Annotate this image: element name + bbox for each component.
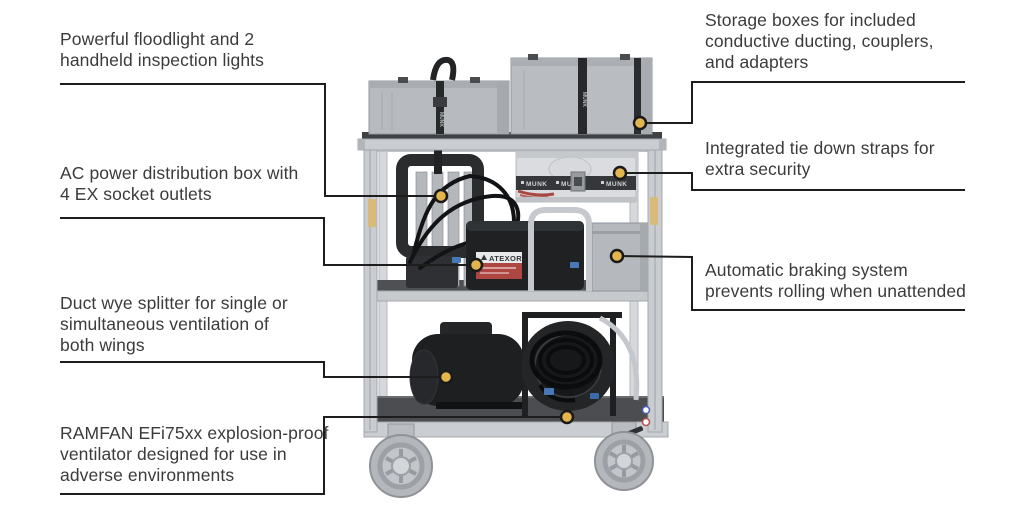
callout-line: conductive ducting, couplers, (705, 31, 934, 51)
blue-connector (570, 262, 579, 268)
strap-brand-text: MUNK (438, 112, 444, 127)
callout-line: Duct wye splitter for single or (60, 293, 288, 313)
tie-down-tray: MUNK MUNK MUNK (515, 149, 637, 203)
frame-sticker (641, 417, 651, 427)
callout-left-floodlight: Powerful floodlight and 2 handheld inspe… (60, 29, 264, 71)
connector-storage-boxes (640, 81, 965, 124)
callout-right-storage-boxes: Storage boxes for included conductive du… (705, 10, 934, 73)
callout-line: RAMFAN EFi75xx explosion-proof (60, 423, 329, 443)
callout-right-braking: Automatic braking system prevents rollin… (705, 260, 966, 302)
power-box-brand-text: ATEXOR (489, 254, 522, 263)
callout-line: Powerful floodlight and 2 (60, 29, 255, 49)
red-strap-cloth (517, 189, 555, 197)
callout-markers (433, 115, 648, 425)
box-handle (430, 56, 457, 81)
storage-box-right: MUNK (510, 54, 653, 135)
connector-ramfan (60, 416, 567, 495)
storage-box-left: MUNK (368, 56, 510, 135)
blue-connector (544, 388, 554, 395)
connector-braking (616, 255, 965, 311)
reflective-sticker (650, 197, 658, 225)
top-shelf (357, 132, 667, 151)
carry-hoop (528, 207, 592, 291)
caster-wheel-right (594, 421, 654, 491)
callout-line: AC power distribution box with (60, 163, 299, 183)
callout-right-tie-down: Integrated tie down straps for extra sec… (705, 138, 935, 180)
strap-brand-text: MUNK (606, 181, 628, 188)
callout-line: adverse environments (60, 465, 235, 485)
blue-connector (452, 257, 461, 263)
callout-connectors (60, 81, 965, 495)
callout-left-ramfan: RAMFAN EFi75xx explosion-proof ventilato… (60, 423, 329, 486)
marker-duct-wye (438, 369, 454, 385)
marker-tie-down (612, 165, 628, 181)
callout-line: Integrated tie down straps for (705, 138, 935, 158)
connector-ac-power (60, 217, 476, 266)
marker-storage-boxes (632, 115, 648, 131)
box-strap (578, 58, 587, 134)
strap-brand-text: MUNK (526, 181, 548, 188)
callout-line: simultaneous ventilation of (60, 314, 269, 334)
brand-label-white (476, 252, 522, 263)
marker-ramfan (559, 409, 575, 425)
strap-brand-text: MUNK (581, 92, 587, 107)
marker-ac-power (468, 257, 484, 273)
callout-line: ventilator designed for use in (60, 444, 287, 464)
frame-sticker (641, 405, 651, 415)
callout-line: prevents rolling when unattended (705, 281, 967, 301)
callout-left-ac-power: AC power distribution box with 4 EX sock… (60, 163, 298, 205)
marker-floodlight (433, 188, 449, 204)
ventilator-fan (521, 312, 640, 416)
connector-tie-down (620, 172, 965, 191)
box-strap-buckle (433, 97, 447, 107)
connector-duct-wye (60, 361, 446, 378)
blue-connector (590, 393, 599, 399)
connector-floodlight (60, 83, 441, 197)
marker-braking (609, 248, 625, 264)
callout-line: handheld inspection lights (60, 50, 264, 70)
brand-triangle-icon (481, 254, 487, 260)
callout-line: extra security (705, 159, 811, 179)
callout-left-duct-wye: Duct wye splitter for single or simultan… (60, 293, 288, 356)
caster-wheel-left (369, 423, 433, 498)
fan-handle (598, 315, 640, 401)
power-distribution-box: ATEXOR (452, 207, 592, 291)
reflective-sticker (368, 199, 376, 227)
callout-line: and adapters (705, 52, 809, 72)
callout-line: Storage boxes for included (705, 10, 916, 30)
box-strap (634, 58, 641, 134)
coiled-cable (529, 330, 603, 403)
duct-splitter (409, 322, 524, 409)
callout-line: both wings (60, 335, 145, 355)
callout-line: 4 EX socket outlets (60, 184, 212, 204)
box-strap (436, 81, 444, 134)
callout-line: Automatic braking system (705, 260, 908, 280)
frame-strap (434, 150, 442, 174)
